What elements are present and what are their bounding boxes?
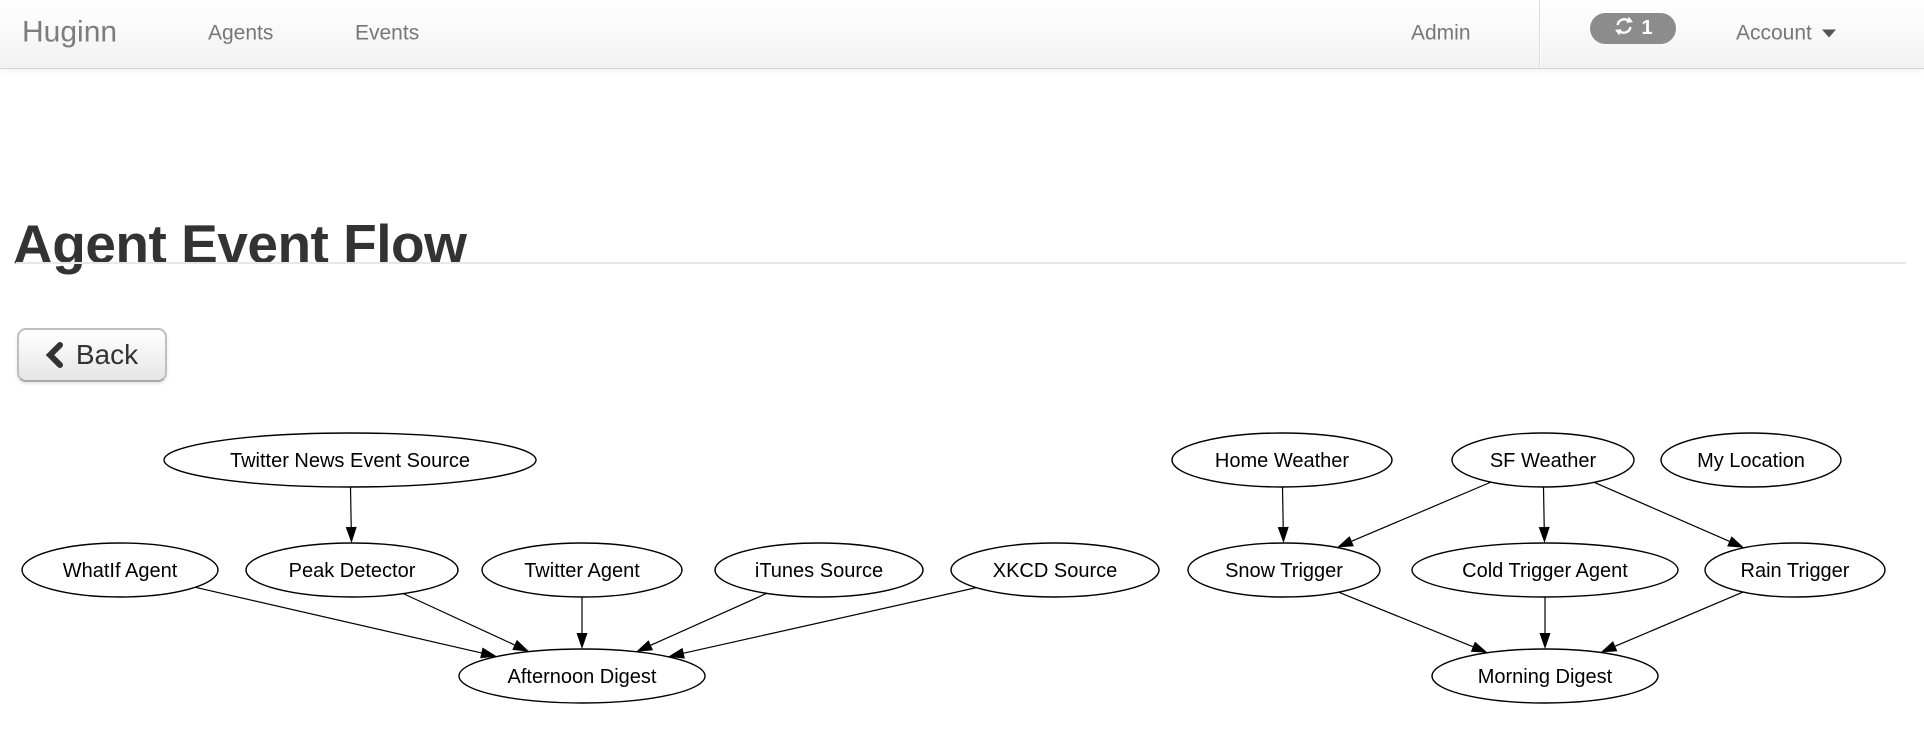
account-label: Account [1736,21,1812,45]
brand-huginn[interactable]: Huginn [22,15,118,49]
graph-edge-whatif-agent-to-afternoon-digest [195,586,482,654]
graph-arrowhead [1337,536,1354,548]
graph-arrowhead [1538,526,1550,544]
graph-arrowhead [1470,641,1488,653]
graph-edge-sf-weather-to-cold-trigger-agent [1542,486,1545,528]
graph-node-label: WhatIf Agent [63,560,178,582]
graph-edge-twitter-news-event-source-to-peak-detector [349,486,352,528]
graph-arrowhead [636,640,654,652]
graph-edge-rain-trigger-to-morning-digest [1614,591,1744,647]
graph-node-label: iTunes Source [755,560,883,582]
graph-arrowhead [1539,633,1551,649]
navbar-divider [1539,0,1541,68]
worker-count: 1 [1641,17,1653,39]
graph-arrowhead [668,647,685,659]
graph-arrowhead [1277,526,1289,544]
graph-edge-itunes-source-to-afternoon-digest [650,592,768,646]
graph-arrowhead [576,633,588,649]
graph-node-label: Home Weather [1215,450,1349,472]
graph-edge-xkcd-source-to-afternoon-digest [683,587,977,654]
graph-edge-snow-trigger-to-morning-digest [1338,591,1474,648]
graph-node-home-weather: Home Weather [1171,432,1393,488]
graph-node-itunes-source: iTunes Source [714,542,924,598]
back-button-label: Back [75,339,139,370]
graph-node-label: Snow Trigger [1225,560,1343,582]
caret-down-icon [1821,29,1836,38]
graph-node-label: Twitter News Event Source [230,450,470,472]
nav-item-admin[interactable]: Admin [1411,21,1471,45]
top-navbar: Huginn Agents Events Admin 1 Account [0,0,1924,69]
graph-node-afternoon-digest: Afternoon Digest [458,648,706,704]
graph-arrowhead [480,647,497,659]
graph-node-twitter-news-event-source: Twitter News Event Source [163,432,537,488]
graph-node-rain-trigger: Rain Trigger [1704,542,1886,598]
graph-node-peak-detector: Peak Detector [245,542,459,598]
page-title: Agent Event Flow [13,212,467,275]
graph-node-label: Rain Trigger [1741,560,1850,582]
graph-node-label: My Location [1697,450,1805,472]
back-button[interactable]: Back [17,328,167,382]
graph-node-label: Twitter Agent [524,560,640,582]
graph-arrowhead [345,526,357,544]
graph-arrowhead [1600,641,1618,653]
graph-node-label: Cold Trigger Agent [1462,560,1628,582]
graph-node-whatif-agent: WhatIf Agent [21,542,219,598]
refresh-icon [1613,15,1635,42]
graph-node-label: Peak Detector [289,560,416,582]
graph-edge-peak-detector-to-afternoon-digest [403,593,515,646]
nav-item-agents[interactable]: Agents [208,21,274,45]
graph-arrowhead [1727,536,1745,548]
graph-node-label: XKCD Source [993,560,1118,582]
account-dropdown[interactable]: Account [1736,22,1836,46]
graph-node-snow-trigger: Snow Trigger [1187,542,1381,598]
graph-arrowhead [512,639,530,652]
graph-node-twitter-agent: Twitter Agent [481,542,683,598]
graph-node-cold-trigger-agent: Cold Trigger Agent [1411,542,1679,598]
title-divider [16,262,1906,264]
chevron-left-icon [45,342,63,368]
graph-node-morning-digest: Morning Digest [1431,648,1659,704]
graph-node-sf-weather: SF Weather [1451,432,1635,488]
graph-node-label: Afternoon Digest [508,666,657,688]
nav-item-events[interactable]: Events [355,21,420,45]
graph-node-label: Morning Digest [1478,666,1613,688]
graph-edge-sf-weather-to-rain-trigger [1593,481,1730,542]
graph-node-xkcd-source: XKCD Source [950,542,1160,598]
worker-status-badge[interactable]: 1 [1590,13,1676,44]
graph-edge-home-weather-to-snow-trigger [1281,486,1284,528]
graph-node-my-location: My Location [1660,432,1842,488]
graph-edge-sf-weather-to-snow-trigger [1351,481,1492,542]
graph-node-label: SF Weather [1490,450,1597,472]
